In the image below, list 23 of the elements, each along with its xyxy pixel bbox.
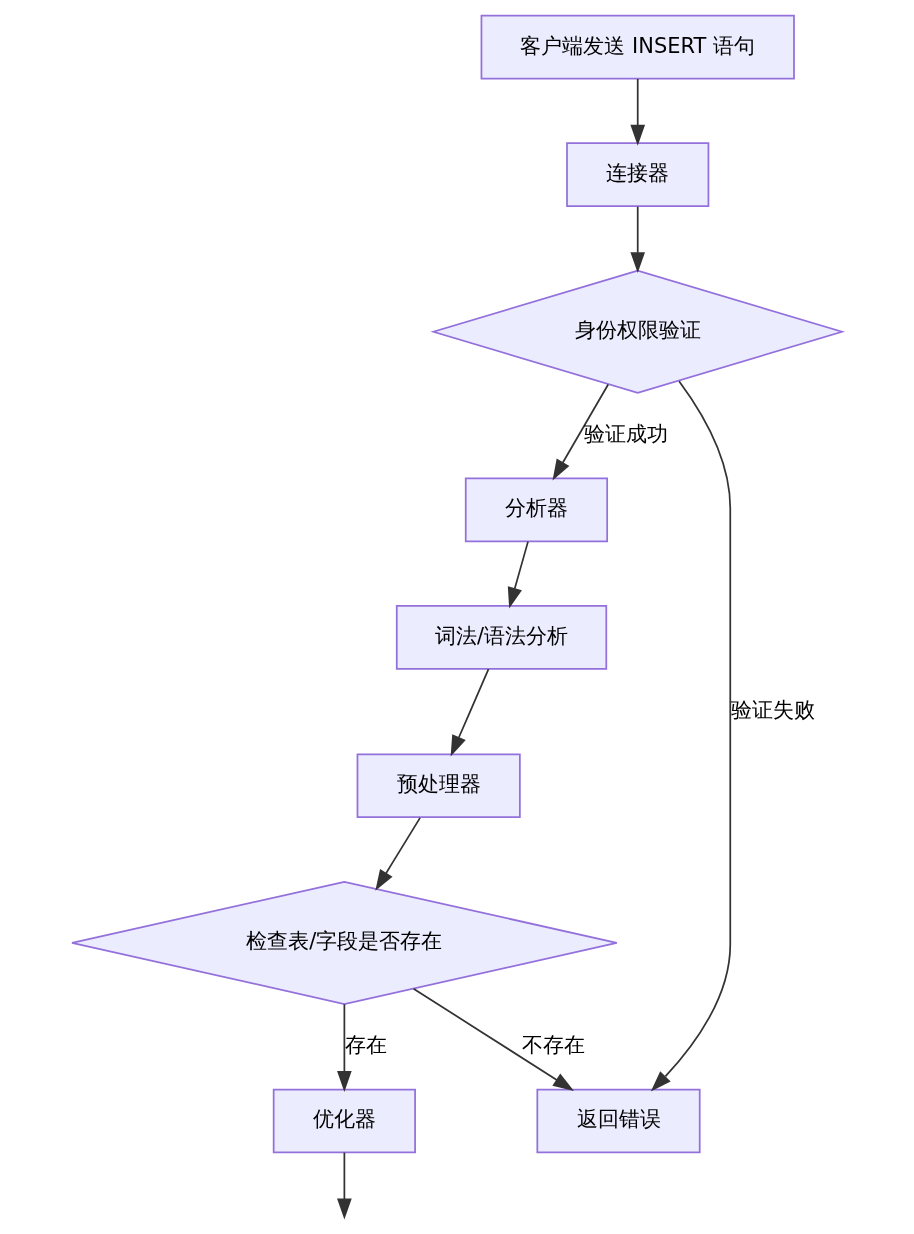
arrow	[450, 668, 490, 757]
arrow	[630, 78, 646, 146]
edge-label: 不存在	[521, 1033, 585, 1058]
node-box: 连接器	[566, 142, 710, 207]
node-box: 分析器	[464, 477, 609, 543]
arrow	[375, 816, 421, 891]
arrow	[552, 383, 610, 481]
arrow	[337, 1151, 352, 1220]
node-box: 预处理器	[356, 753, 521, 819]
edge-label: 存在	[345, 1033, 388, 1058]
edge-label: 验证失败	[731, 697, 816, 722]
arrow	[650, 380, 732, 1092]
node-diamond: 检查表/字段是否存在	[71, 880, 618, 1005]
arrow	[507, 540, 529, 609]
edge-label: 验证成功	[584, 422, 669, 447]
arrow	[630, 205, 646, 274]
arrow	[412, 987, 574, 1091]
arrow	[337, 1003, 352, 1092]
node-box: 返回错误	[536, 1088, 701, 1154]
node-diamond: 身份权限验证	[430, 269, 846, 394]
node-box: 客户端发送 INSERT 语句	[480, 14, 795, 80]
node-box: 词法/语法分析	[395, 605, 608, 670]
node-box: 优化器	[272, 1088, 416, 1154]
